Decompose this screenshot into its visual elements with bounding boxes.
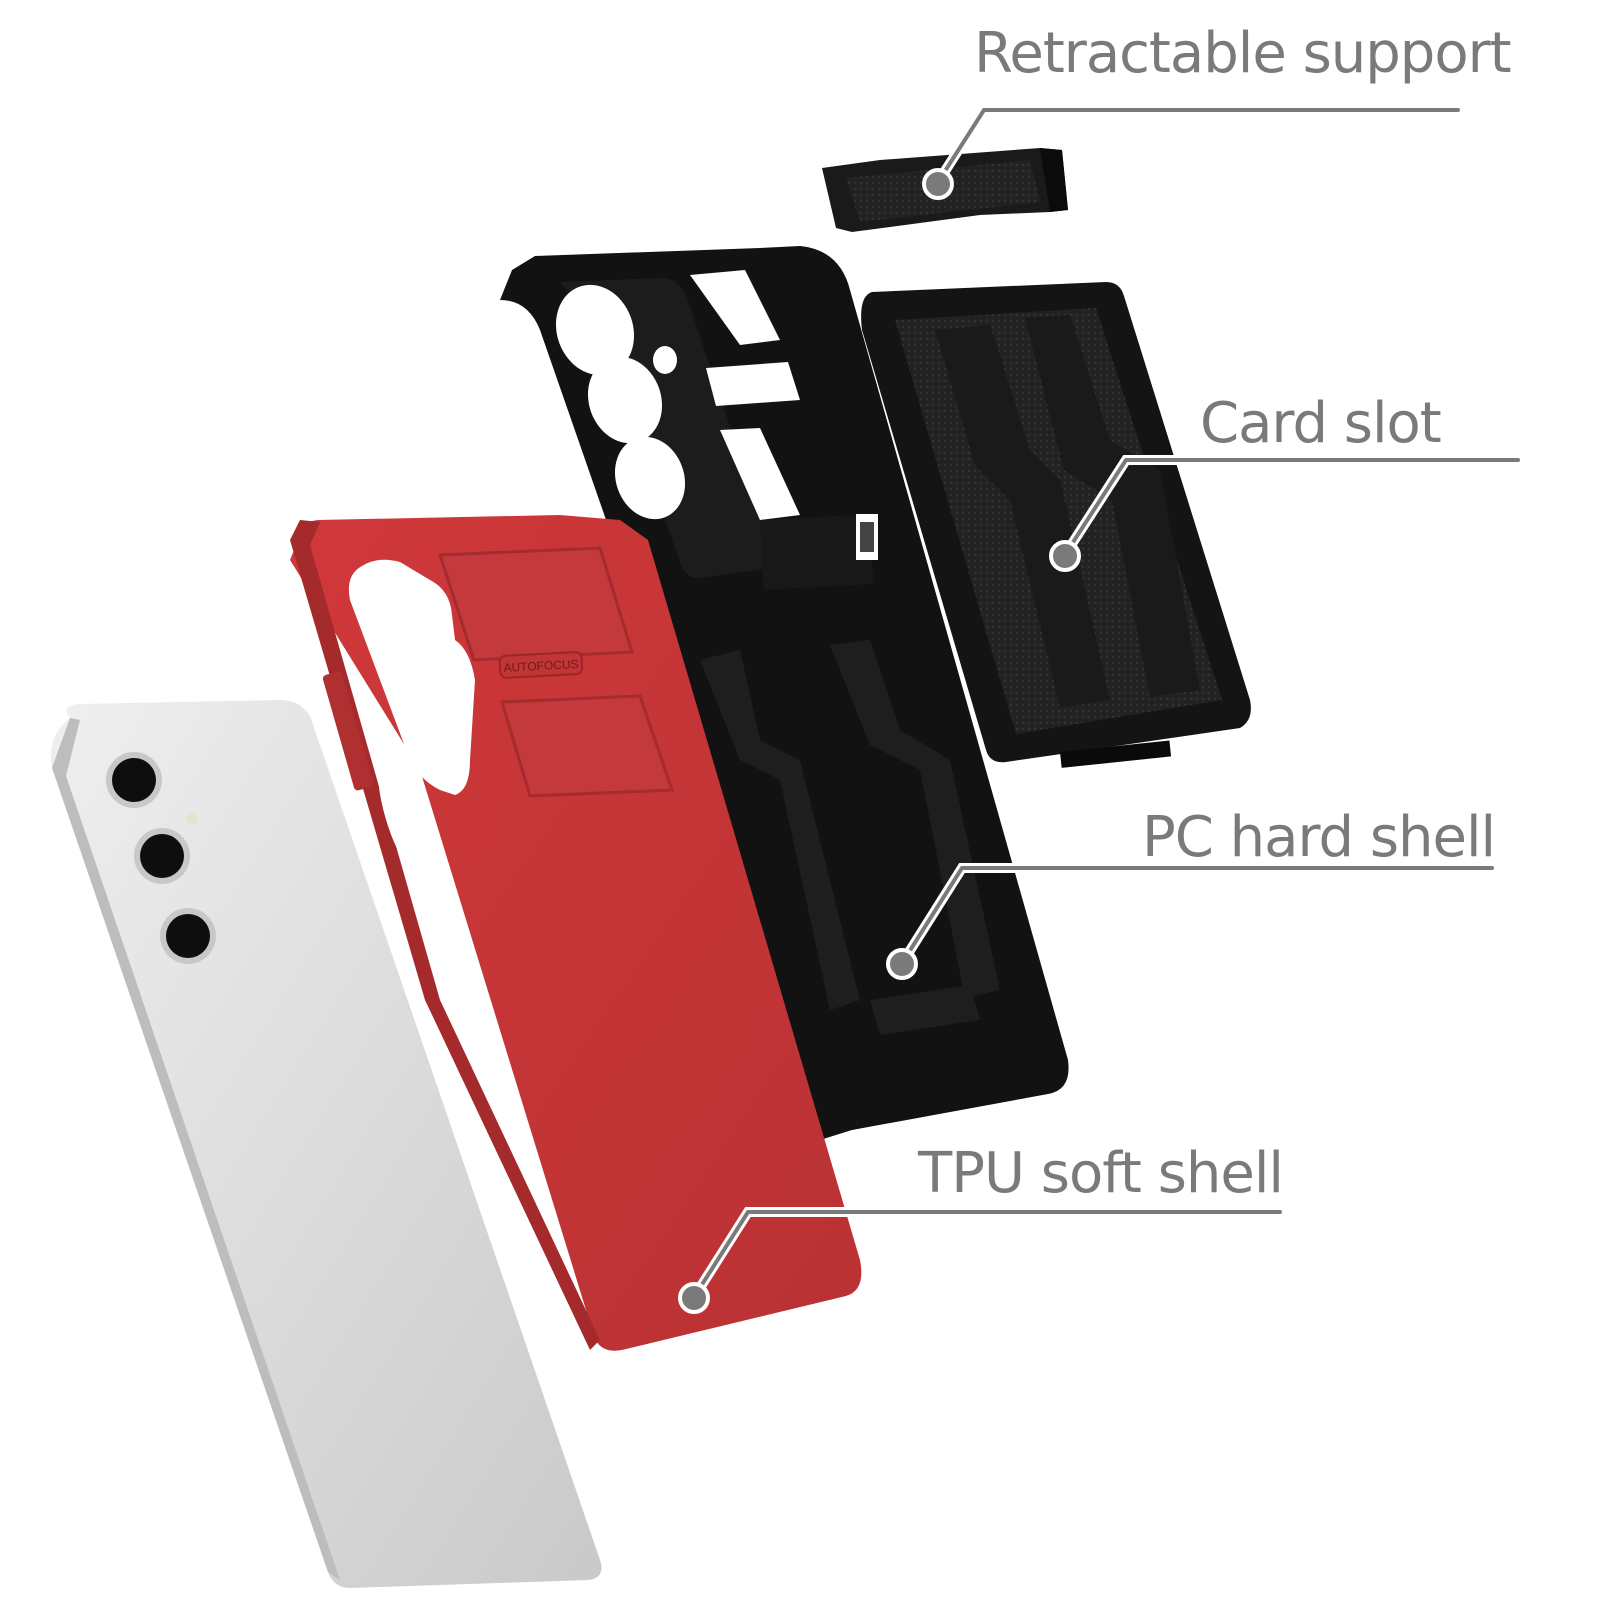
- callout-card-slot: Card slot: [1200, 391, 1442, 456]
- phone-body: [50, 700, 602, 1588]
- leader-lines: [678, 105, 1523, 1314]
- callout-pc-hard-shell: PC hard shell: [1142, 805, 1496, 870]
- autofocus-emboss-text: AUTOFOCUS: [503, 657, 579, 675]
- callout-retractable-support: Retractable support: [974, 21, 1512, 86]
- camera-lenses: [106, 752, 216, 964]
- tpu-soft-shell-part: AUTOFOCUS: [290, 515, 862, 1351]
- callout-tpu-soft-shell: TPU soft shell: [918, 1141, 1284, 1206]
- card-slot-part: [861, 282, 1251, 768]
